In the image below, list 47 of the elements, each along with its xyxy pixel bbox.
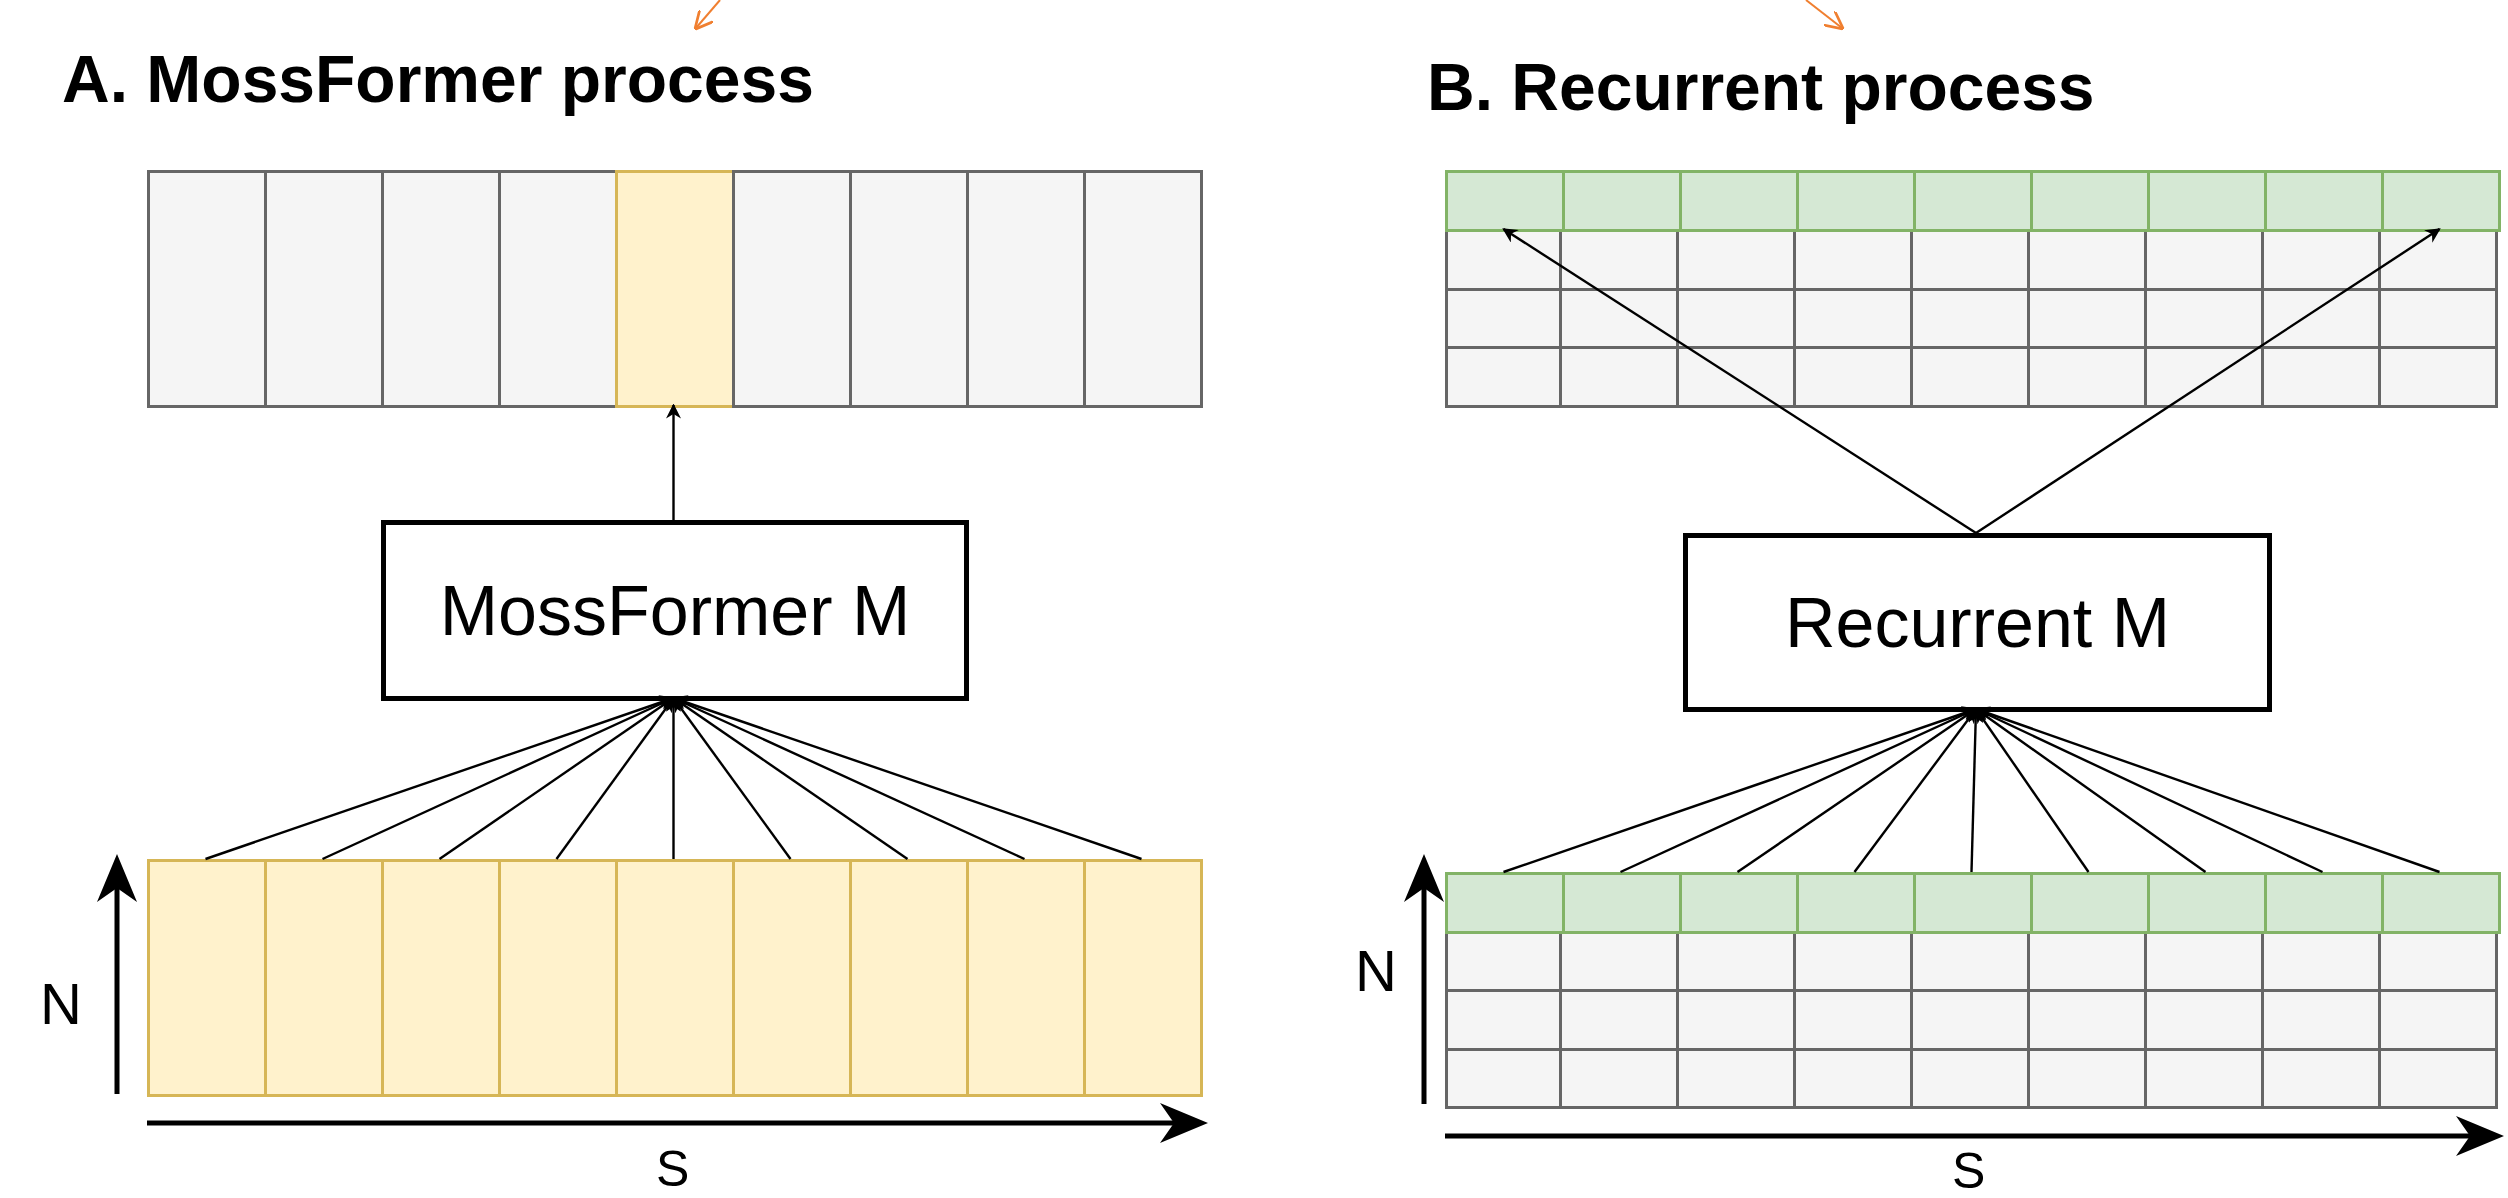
cell-box: [2381, 872, 2501, 934]
cell-box: [615, 170, 735, 408]
cell-box: [381, 859, 501, 1097]
axis-label: S: [1952, 1146, 1986, 1196]
axis-label: N: [40, 975, 82, 1033]
cell-box: [147, 170, 267, 408]
cell-box: [2381, 170, 2501, 232]
cell-box: [1445, 872, 1565, 934]
cell-box: [2264, 872, 2384, 934]
box-label: MossFormer M: [439, 575, 911, 646]
box-label: Recurrent M: [1784, 587, 2171, 658]
cell-box: [1913, 872, 2033, 934]
cell-box: [2030, 170, 2150, 232]
cell-box: [498, 170, 618, 408]
cell-box: [849, 170, 969, 408]
cell-box: [1083, 859, 1203, 1097]
cell-box: [498, 859, 618, 1097]
cell-box: [615, 859, 735, 1097]
cell-box: [1445, 170, 1565, 232]
cell-box: [1679, 170, 1799, 232]
cell-box: [849, 859, 969, 1097]
arrow: [1975, 228, 2441, 534]
cell-box: [1083, 170, 1203, 408]
axis-label: N: [1355, 942, 1397, 1000]
cell-box: [1796, 872, 1916, 934]
arrow: [1502, 228, 1977, 534]
cell-box: [966, 170, 1086, 408]
cell-box: [732, 170, 852, 408]
process-box: [1683, 533, 2272, 712]
cell-box: [2147, 170, 2267, 232]
arrow: [666, 403, 681, 520]
cell-box: [147, 859, 267, 1097]
cell-box: [264, 170, 384, 408]
process-box: [381, 520, 969, 701]
cell-box: [2147, 872, 2267, 934]
cell-box: [1562, 170, 1682, 232]
axis-label: S: [656, 1144, 690, 1194]
cell-box: [264, 859, 384, 1097]
cell-box: [732, 859, 852, 1097]
cell-box: [1913, 170, 2033, 232]
cell-box: [966, 859, 1086, 1097]
cell-box: [2264, 170, 2384, 232]
cell-box: [2030, 872, 2150, 934]
cell-box: [1796, 170, 1916, 232]
cell-box: [1562, 872, 1682, 934]
cell-box: [1679, 872, 1799, 934]
cell-box: [381, 170, 501, 408]
